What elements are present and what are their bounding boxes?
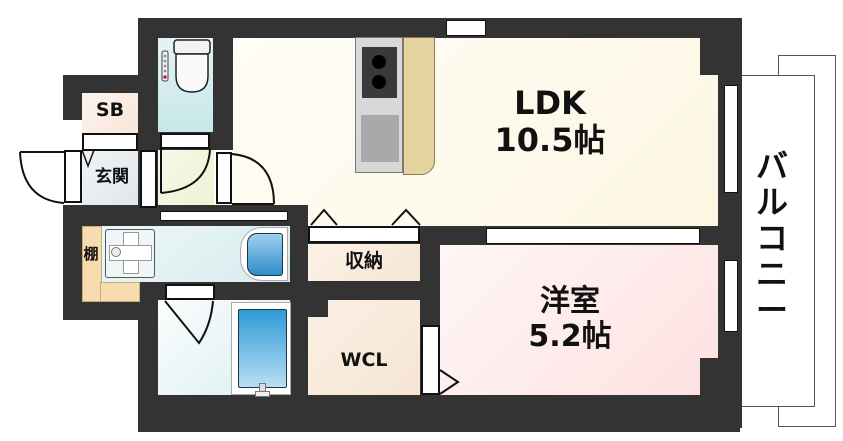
bathtub-icon	[231, 302, 291, 397]
shelf-label: 棚	[83, 245, 99, 263]
wcl-label: WCL	[340, 349, 388, 371]
wall	[63, 300, 158, 320]
western-name: 洋室	[540, 284, 600, 319]
washing-machine-pan-icon	[240, 227, 288, 281]
stove-icon	[362, 47, 397, 98]
wall	[290, 281, 440, 300]
entrance-inner-door[interactable]	[140, 150, 157, 208]
balcony-label: バルコニー	[755, 147, 788, 329]
entrance-label: 玄関	[95, 167, 129, 187]
sliding-door-ldk-western[interactable]	[486, 228, 700, 244]
western-room	[440, 245, 722, 413]
bathroom-door[interactable]	[165, 284, 215, 300]
sb-room	[82, 93, 138, 135]
ldk-door[interactable]	[216, 152, 232, 204]
entrance-room	[82, 150, 138, 207]
ldk-door-swing-icon	[231, 153, 275, 205]
toilet-icon	[161, 39, 211, 93]
bathroom-door-swing-icon	[164, 300, 214, 345]
western-label: 洋室 5.2帖	[500, 284, 640, 354]
wcl-room	[308, 300, 420, 413]
sb-label: SB	[95, 99, 125, 121]
window-ldk-balcony[interactable]	[724, 85, 738, 193]
sliding-door-washroom[interactable]	[160, 211, 288, 221]
wcl-door[interactable]	[421, 325, 440, 395]
wall	[63, 205, 82, 320]
storage-label: 収納	[344, 250, 383, 272]
sb-door[interactable]	[82, 133, 138, 151]
storage-door-swing-icon	[310, 208, 421, 226]
toilet-door-swing-icon	[160, 148, 211, 194]
wall	[138, 282, 308, 300]
toilet-door[interactable]	[160, 133, 210, 149]
wall	[138, 282, 158, 432]
balcony-inner	[740, 75, 815, 407]
washbasin-icon	[105, 229, 155, 278]
kitchen-countertop	[403, 37, 435, 175]
entrance-step-icon	[81, 149, 95, 169]
storage-room	[308, 243, 420, 281]
ldk-name: LDK	[514, 84, 586, 122]
wcl-door-swing-icon	[439, 369, 460, 395]
ldk-room	[233, 37, 719, 227]
sink-icon	[361, 115, 399, 162]
wall	[63, 75, 158, 93]
hall-room	[157, 150, 214, 207]
window-western-balcony[interactable]	[724, 260, 738, 332]
shelf	[82, 226, 102, 302]
ldk-area: 10.5帖	[494, 120, 606, 159]
entrance-door-swing-icon	[19, 151, 65, 204]
wall	[63, 75, 82, 120]
wall	[290, 300, 328, 317]
storage-door[interactable]	[308, 226, 420, 243]
window-top[interactable]	[446, 20, 486, 36]
wall	[440, 413, 740, 432]
wall	[138, 18, 708, 38]
wall	[213, 18, 233, 148]
western-area: 5.2帖	[528, 318, 612, 354]
shelf-lower	[100, 282, 140, 302]
entrance-front-door[interactable]	[64, 150, 82, 203]
ldk-label: LDK 10.5帖	[480, 85, 620, 159]
